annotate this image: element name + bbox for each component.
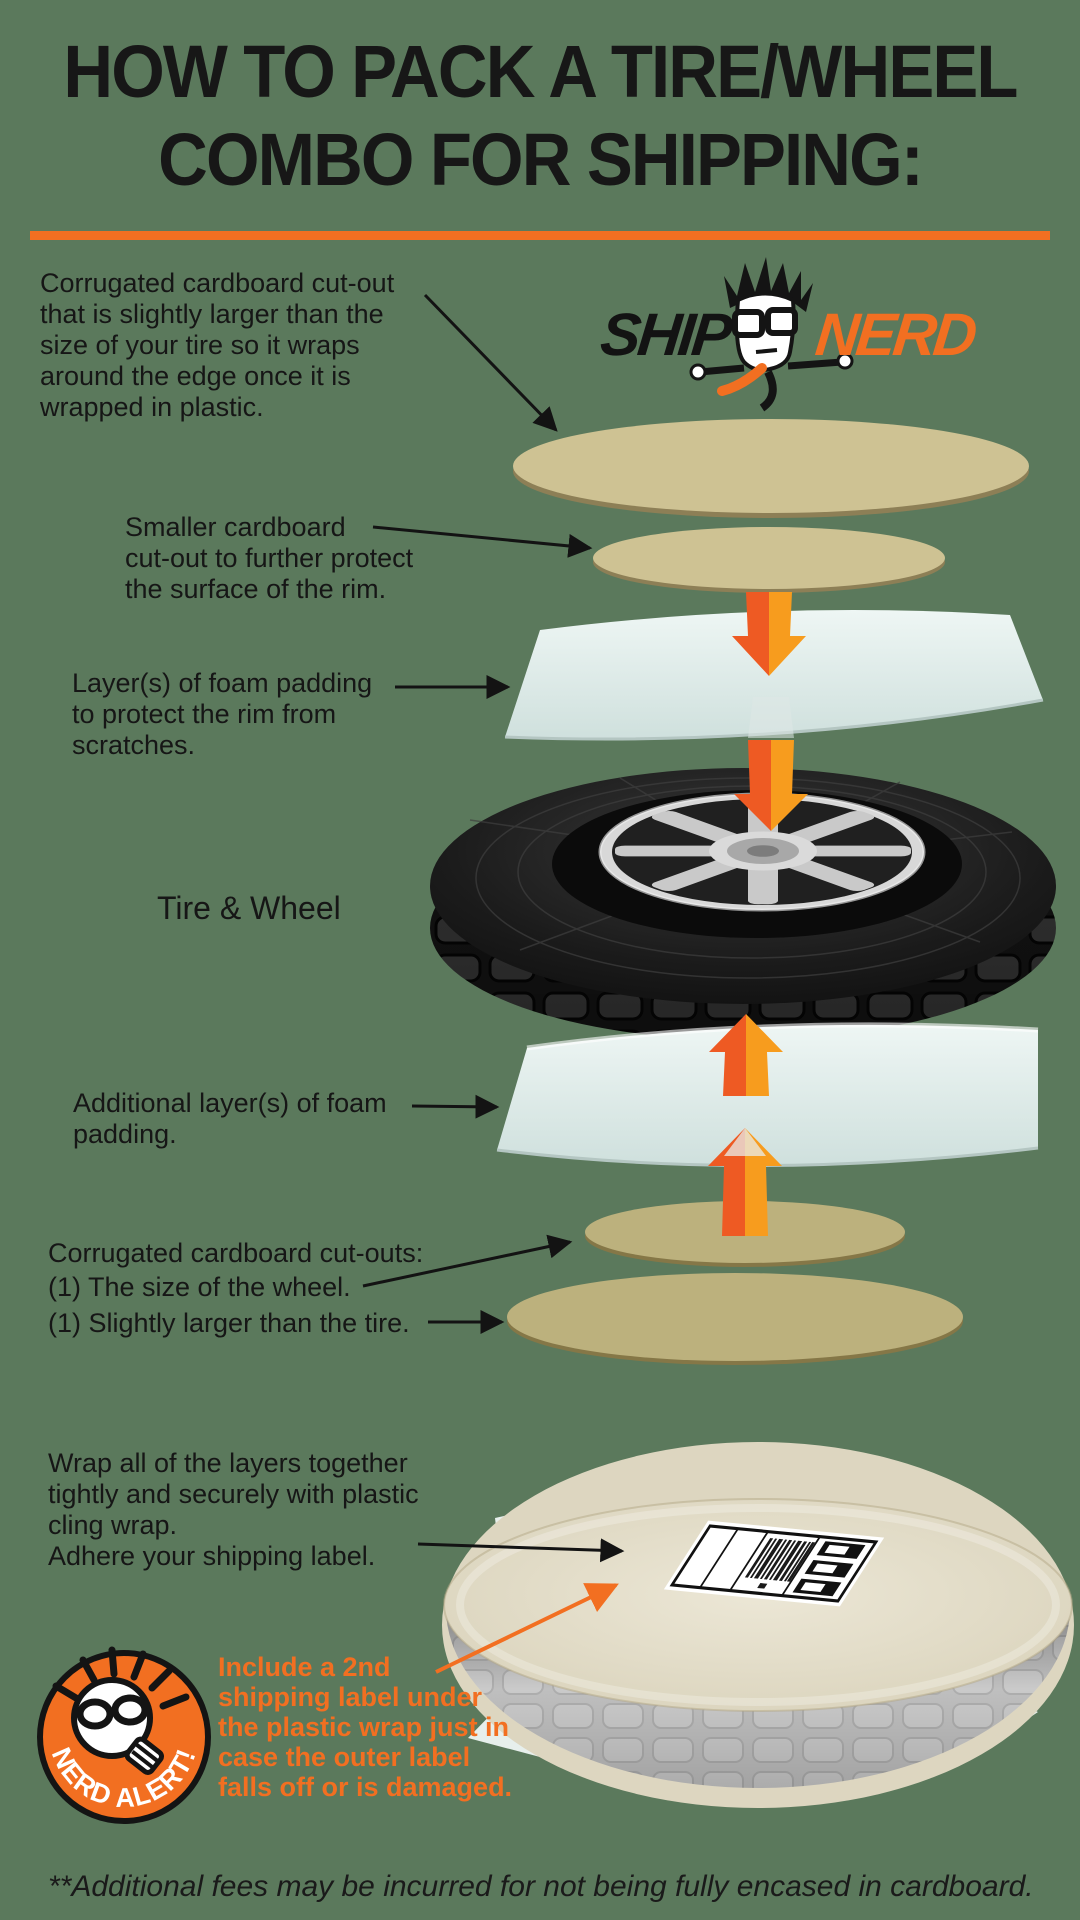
label-barcode bbox=[744, 1538, 816, 1589]
arrow-additional-foam bbox=[411, 1094, 500, 1119]
arrow-2nd-label-orange bbox=[435, 1583, 619, 1674]
label-cutouts-header: Corrugated cardboard cut-outs: bbox=[48, 1238, 424, 1268]
arrow-cutout-wheel bbox=[362, 1234, 573, 1288]
flow-arrow-down-1 bbox=[732, 592, 806, 676]
label-foam: Layer(s) of foam padding to protect the … bbox=[72, 668, 373, 760]
nerd-alert-badge: NERD ALERT! bbox=[37, 1646, 211, 1824]
label-stamps bbox=[792, 1541, 866, 1597]
page-title: HOW TO PACK A TIRE/WHEEL COMBO FOR SHIPP… bbox=[63, 30, 1018, 201]
wrapped-tire-package bbox=[442, 1442, 1074, 1808]
label-cutout-wheel: (1) The size of the wheel. bbox=[48, 1272, 351, 1302]
cardboard-cutout-large-top bbox=[513, 419, 1029, 518]
label-additional-foam: Additional layer(s) of foam padding. bbox=[73, 1088, 387, 1149]
flow-arrow-up-1 bbox=[709, 1014, 783, 1096]
label-cutout-tire: (1) Slightly larger than the tire. bbox=[48, 1308, 410, 1338]
arrow-top-cardboard bbox=[423, 293, 558, 432]
annotation-arrows bbox=[362, 293, 625, 1563]
label-wrap-instructions: Wrap all of the layers together tightly … bbox=[48, 1448, 419, 1571]
arrow-smaller-cardboard bbox=[372, 525, 593, 558]
foam-pierce-wedge-1 bbox=[748, 697, 794, 738]
label-tire-wheel: Tire & Wheel bbox=[157, 890, 341, 926]
logo-nerd-text: NERD bbox=[812, 301, 978, 368]
nerd-lightbulb-icon bbox=[71, 1677, 165, 1775]
label-smaller-cardboard: Smaller cardboard cut-out to further pro… bbox=[125, 512, 414, 604]
label-nerd-alert-note: Include a 2nd shipping label under the p… bbox=[218, 1652, 513, 1802]
label-top-cardboard: Corrugated cardboard cut-out that is sli… bbox=[40, 268, 395, 422]
tire-wheel-graphic bbox=[430, 768, 1056, 1040]
foam-pierce-wedge-2 bbox=[724, 1128, 766, 1156]
shipping-label bbox=[663, 1520, 885, 1607]
logo-ship-text: SHIP bbox=[597, 301, 733, 368]
flow-arrow-down-2 bbox=[734, 740, 808, 831]
lightbulb-rays bbox=[52, 1646, 190, 1710]
cardboard-cutout-tire-size bbox=[507, 1273, 963, 1365]
shipnerd-mascot bbox=[689, 257, 854, 412]
footer-disclaimer: **Additional fees may be incurred for no… bbox=[48, 1870, 1034, 1903]
mascot-tie bbox=[717, 363, 767, 396]
orange-divider bbox=[30, 231, 1050, 240]
arrow-shipping-label bbox=[417, 1538, 625, 1563]
cardboard-cutout-rim bbox=[593, 527, 945, 593]
